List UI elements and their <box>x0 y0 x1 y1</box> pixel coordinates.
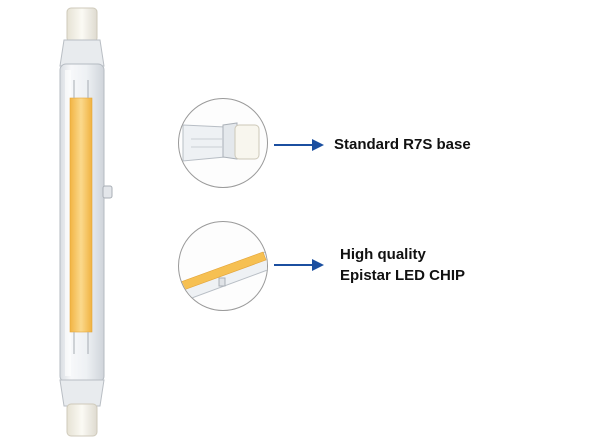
label-epistar-led-chip: Epistar LED CHIP <box>340 267 466 284</box>
label-high-quality: High quality <box>340 246 426 263</box>
label-standard-r7s-base: Standard R7S base <box>334 136 471 153</box>
arrow-right-icon <box>274 258 324 272</box>
arrow-right-icon <box>274 138 324 152</box>
r7s-led-bulb-image <box>48 4 120 440</box>
base-zoom-circle <box>178 98 268 188</box>
led-chip-zoom-circle <box>178 221 268 311</box>
